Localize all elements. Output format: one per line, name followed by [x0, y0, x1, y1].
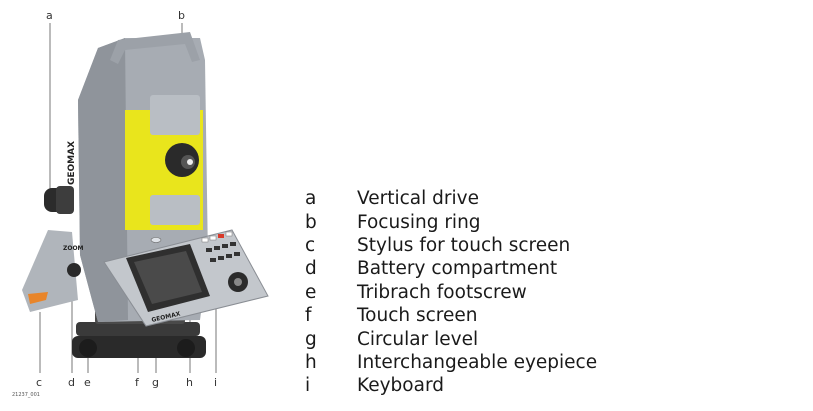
callout-i: i: [214, 376, 217, 389]
legend-row-g: g Circular level: [305, 327, 597, 350]
legend-label: Circular level: [357, 328, 479, 350]
parts-legend: a Vertical drive b Focusing ring c Stylu…: [305, 187, 597, 398]
callout-d: d: [68, 376, 75, 389]
legend-key: a: [305, 188, 317, 210]
vertical-drive-icon: [44, 186, 74, 214]
legend-key: b: [305, 211, 317, 233]
callout-a: a: [46, 9, 53, 22]
callout-labels: a b c d e f g h i: [36, 9, 217, 389]
legend-row-h: h Interchangeable eyepiece: [305, 351, 597, 374]
battery-compartment-icon: [67, 263, 81, 277]
legend-row-b: b Focusing ring: [305, 210, 597, 233]
legend-key: g: [305, 328, 317, 350]
callout-e: e: [84, 376, 91, 389]
legend-row-d: d Battery compartment: [305, 257, 597, 280]
legend-label: Vertical drive: [357, 188, 479, 210]
legend-row-e: e Tribrach footscrew: [305, 281, 597, 304]
legend-row-c: c Stylus for touch screen: [305, 234, 597, 257]
legend-label: Tribrach footscrew: [357, 281, 527, 303]
control-panel: GEOMAX: [103, 229, 269, 327]
legend-row-a: a Vertical drive: [305, 187, 597, 210]
footscrew-icon: [79, 339, 97, 357]
callout-f: f: [135, 376, 140, 389]
total-station-illustration: GEOMAX ZOOM GEOMAX a b c d e: [12, 9, 269, 398]
legend-label: Battery compartment: [357, 258, 558, 280]
model-tag: ZOOM: [63, 245, 84, 252]
callout-h: h: [186, 376, 193, 389]
telescope: [125, 95, 203, 230]
legend-row-i: i Keyboard: [305, 374, 597, 397]
figure-id: 21237_001: [12, 392, 40, 398]
brand-logo: GEOMAX: [67, 141, 77, 185]
legend-row-f: f Touch screen: [305, 304, 597, 327]
legend-key: d: [305, 258, 317, 280]
legend-label: Touch screen: [357, 305, 478, 327]
legend-label: Focusing ring: [357, 211, 481, 233]
circular-level-icon: [150, 237, 162, 243]
legend-key: h: [305, 351, 317, 373]
keyboard-icon: [201, 231, 248, 292]
stylus-icon: [28, 292, 48, 304]
legend-label: Stylus for touch screen: [357, 234, 571, 256]
legend-key: c: [305, 234, 316, 256]
legend-key: i: [305, 375, 311, 397]
callout-c: c: [36, 376, 42, 389]
callout-g: g: [152, 376, 159, 389]
legend-label: Keyboard: [357, 375, 444, 397]
legend-key: f: [305, 305, 312, 327]
legend-key: e: [305, 281, 317, 303]
callout-b: b: [178, 9, 185, 22]
legend-label: Interchangeable eyepiece: [357, 351, 598, 373]
